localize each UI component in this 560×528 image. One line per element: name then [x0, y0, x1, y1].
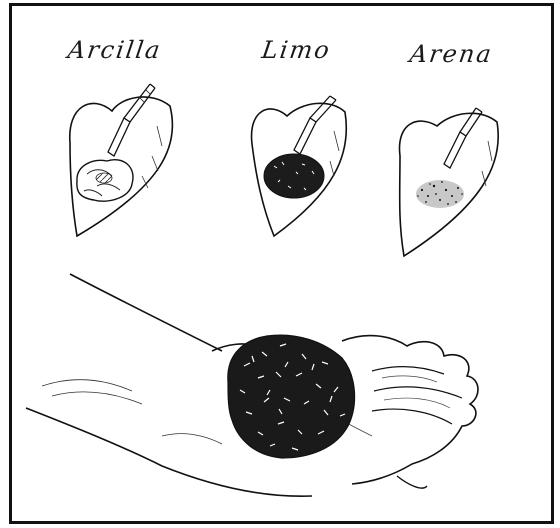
sand-sample [416, 180, 464, 208]
soil-clump [228, 335, 355, 458]
clay-sample [77, 160, 133, 202]
illustration-frame: Arcilla Limo Arena [9, 3, 554, 524]
soil-texture-illustration [12, 6, 551, 521]
knife-clay [108, 84, 155, 156]
silt-sample [264, 154, 324, 198]
